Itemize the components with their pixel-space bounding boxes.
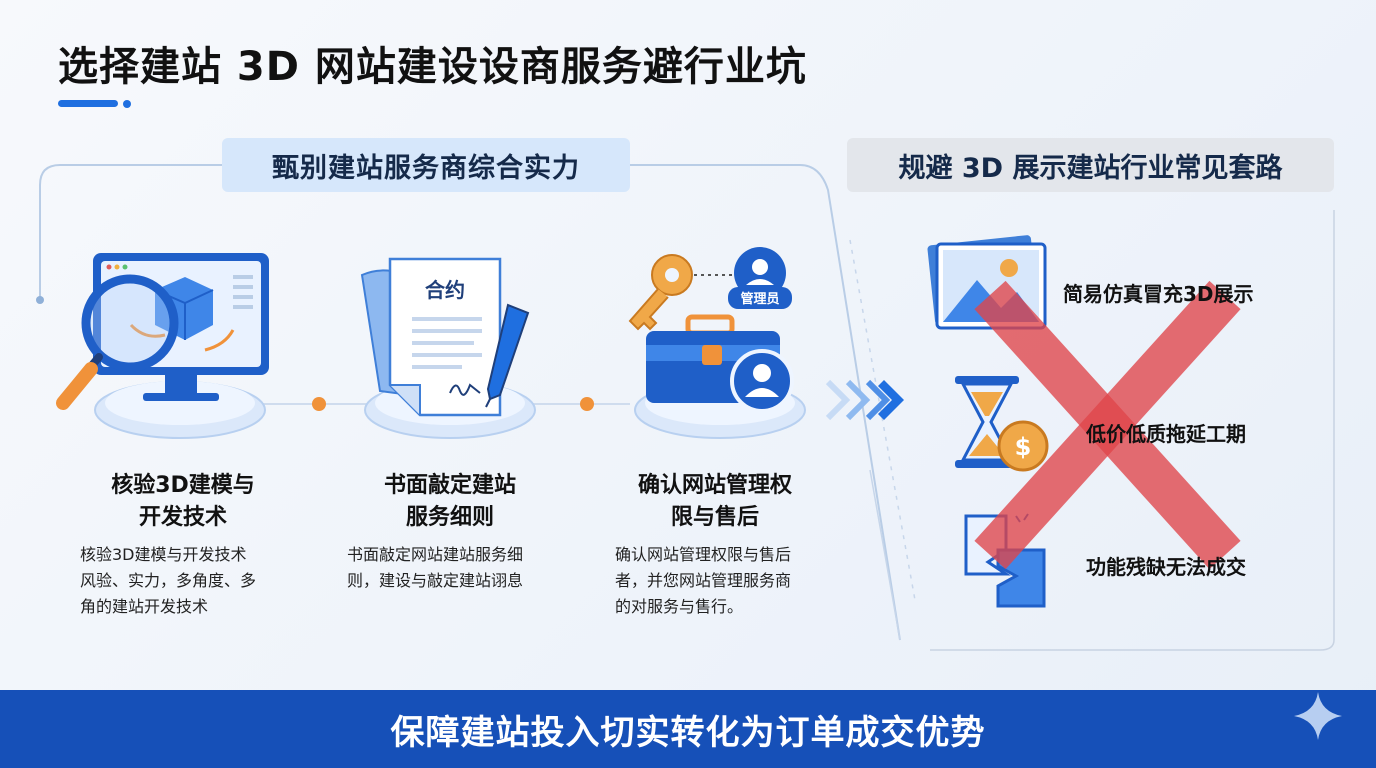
title-underline xyxy=(58,100,118,107)
footer-banner: 保障建站投入切实转化为订单成交优势 xyxy=(0,690,1376,768)
magnifier-monitor-cube-icon xyxy=(56,253,269,439)
arrow-chevrons-icon xyxy=(825,379,904,421)
card-1-desc-line1: 核验3D建模与开发技术 xyxy=(80,545,247,564)
card-2-desc-line2: 则，建设与敲定建站诩息 xyxy=(347,571,524,590)
card-2-desc-line1: 书面敲定网站建站服务细 xyxy=(347,545,524,564)
contract-pen-icon: 合约 xyxy=(360,257,536,439)
page-title: 选择建站 3D 网站建设设商服务避行业坑 xyxy=(58,44,807,90)
card-3-title-line2: 限与售后 xyxy=(670,505,759,530)
card-3-title-line1: 确认网站管理权 xyxy=(637,473,792,498)
connector-dot-1 xyxy=(312,397,326,411)
card-3-desc-line3: 的对服务与售行。 xyxy=(615,597,744,616)
card-1-title-line1: 核验3D建模与 xyxy=(111,473,255,498)
pitfall-1-text: 简易仿真冒充3D展示 xyxy=(1063,282,1254,306)
pitfall-3-text: 功能残缺无法成交 xyxy=(1086,555,1246,579)
card-2-title: 书面敲定建站 服务细则 xyxy=(345,470,555,534)
card-2-title-line2: 服务细则 xyxy=(405,505,494,530)
left-section-label: 甄别建站服务商综合实力 xyxy=(222,138,630,192)
card-2-desc: 书面敲定网站建站服务细 则，建设与敲定建站诩息 xyxy=(347,542,577,594)
footer-banner-text: 保障建站投入切实转化为订单成交优势 xyxy=(390,712,986,753)
right-section-label: 规避 3D 展示建站行业常见套路 xyxy=(847,138,1334,192)
card-3-desc-line2: 者，并您网站管理服务商 xyxy=(615,571,792,590)
card-1-desc-line2: 风验、实力，多角度、多 xyxy=(80,571,257,590)
card-3-desc: 确认网站管理权限与售后 者，并您网站管理服务商 的对服务与售行。 xyxy=(615,542,845,620)
card-1-title-line2: 开发技术 xyxy=(138,505,227,530)
connector-dot-2 xyxy=(580,397,594,411)
contract-badge-text: 合约 xyxy=(425,278,465,302)
svg-text:$: $ xyxy=(1015,433,1032,461)
title-underline-dot xyxy=(123,100,131,108)
card-1-title: 核验3D建模与 开发技术 xyxy=(78,470,288,534)
card-2-title-line1: 书面敲定建站 xyxy=(383,473,516,498)
card-3-desc-line1: 确认网站管理权限与售后 xyxy=(615,545,792,564)
card-3-title: 确认网站管理权 限与售后 xyxy=(600,470,830,534)
key-briefcase-admin-icon: 管理员 xyxy=(628,247,806,439)
hourglass-coin-icon: $ xyxy=(955,376,1049,472)
cross-out-icon xyxy=(974,280,1241,570)
pitfall-2-text: 低价低质拖延工期 xyxy=(1086,422,1246,446)
card-1-desc: 核验3D建模与开发技术 风验、实力，多角度、多 角的建站开发技术 xyxy=(80,542,310,620)
card-1-desc-line3: 角的建站开发技术 xyxy=(80,597,209,616)
admin-badge-text: 管理员 xyxy=(740,291,779,307)
sparkle-icon xyxy=(1294,692,1342,740)
